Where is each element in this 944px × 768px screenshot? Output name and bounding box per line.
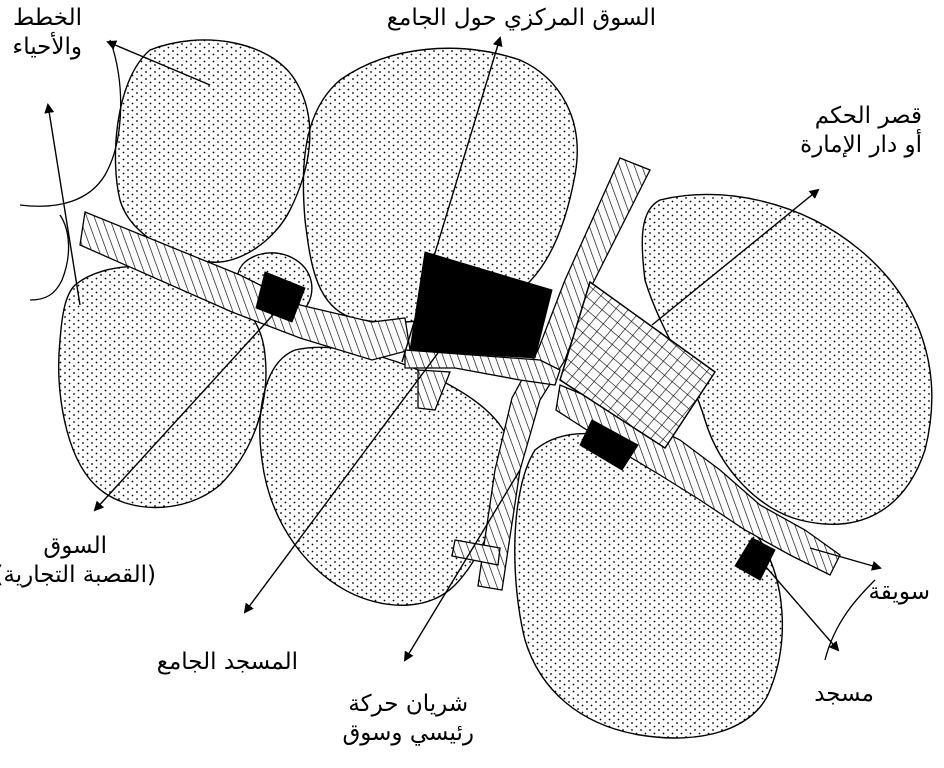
label-small-market: سويقة bbox=[868, 578, 930, 607]
leader-arrows bbox=[44, 36, 882, 662]
label-mosque-text: مسجد bbox=[814, 681, 874, 707]
label-grand-mosque-text: المسجد الجامع bbox=[156, 649, 298, 675]
buildings bbox=[255, 251, 776, 581]
label-central-market-text: السوق المركزي حول الجامع bbox=[386, 5, 656, 31]
district-block-east bbox=[641, 193, 933, 525]
street-spur-south bbox=[417, 369, 451, 411]
arrow-districts-b bbox=[44, 103, 81, 306]
district-block-south bbox=[259, 346, 513, 606]
arrow-mosque bbox=[759, 559, 840, 652]
arrow-small-market bbox=[809, 547, 882, 571]
label-palace: قصر الحكم أو دار الإمارة bbox=[800, 102, 922, 160]
label-palace-line2: أو دار الإمارة bbox=[800, 131, 922, 158]
label-districts-line2: والأحياء bbox=[12, 33, 82, 60]
label-market-line2: (القصبة التجارية) bbox=[0, 561, 156, 588]
arrow-grand-mosque bbox=[243, 309, 471, 614]
arrow-central-market bbox=[401, 36, 503, 363]
label-artery-line2: رئيسي وسوق bbox=[342, 719, 474, 746]
label-artery-line1: شريان حركة bbox=[348, 691, 469, 717]
label-market: السوق (القصبة التجارية) bbox=[0, 532, 156, 590]
arrow-districts-a bbox=[106, 40, 211, 86]
palace-block bbox=[559, 280, 717, 450]
street-spur-west bbox=[451, 539, 501, 566]
mosque-building-east bbox=[734, 537, 776, 581]
label-market-line1: السوق bbox=[43, 533, 108, 559]
label-small-market-text: سويقة bbox=[868, 579, 930, 605]
arrow-palace bbox=[651, 188, 820, 326]
arrow-market bbox=[93, 304, 283, 512]
arrow-artery bbox=[403, 469, 521, 662]
district-block-nw bbox=[114, 39, 311, 263]
street-center bbox=[404, 349, 561, 386]
label-districts: الخطط والأحياء bbox=[12, 4, 82, 62]
label-artery: شريان حركة رئيسي وسوق bbox=[342, 690, 474, 748]
label-palace-line1: قصر الحكم bbox=[814, 103, 922, 129]
mosque-building-center bbox=[579, 419, 639, 471]
market-building bbox=[255, 271, 306, 323]
label-mosque: مسجد bbox=[814, 680, 874, 709]
label-districts-line1: الخطط bbox=[13, 5, 82, 31]
label-grand-mosque: المسجد الجامع bbox=[157, 648, 298, 677]
outer-boundary-lines bbox=[19, 39, 876, 661]
label-central-market: السوق المركزي حول الجامع bbox=[387, 4, 656, 33]
